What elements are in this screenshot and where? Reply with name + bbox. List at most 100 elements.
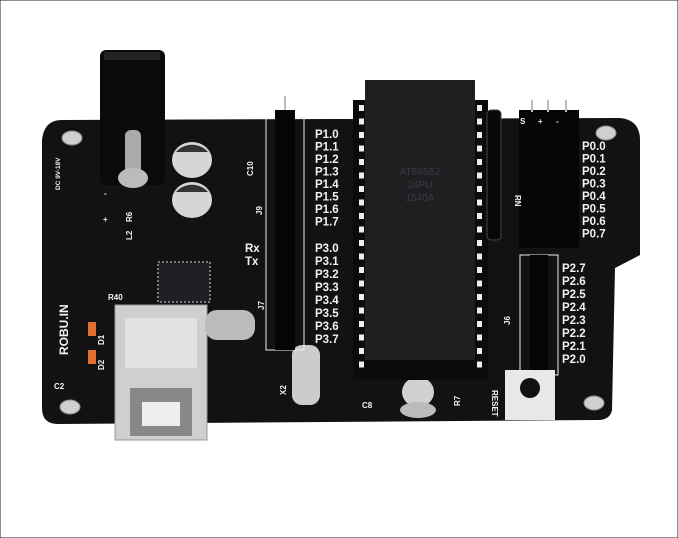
capacitors — [172, 142, 436, 418]
pin-label-port1: P1.6 — [315, 204, 339, 216]
label-d2: D2 — [97, 359, 106, 370]
chip-pin — [359, 105, 364, 111]
chip-pin — [477, 253, 482, 260]
label-reset: RESET — [490, 390, 499, 417]
chip-pin — [477, 267, 482, 273]
pin-label-port1: P1.4 — [315, 179, 339, 191]
chip-pin — [359, 226, 364, 233]
chip-pin — [477, 240, 482, 246]
label-j7: J7 — [257, 301, 266, 310]
chip-pin — [477, 145, 482, 152]
pin-label-port1: P1.3 — [315, 167, 339, 179]
chip-pin — [359, 280, 364, 287]
pin-label-port3: P3.6 — [315, 321, 339, 333]
header-j9-j7 — [265, 96, 305, 351]
pin-label-port2: P2.3 — [562, 315, 586, 327]
chip-pin — [359, 267, 364, 273]
brand-label: ROBU.IN — [57, 304, 71, 355]
pin-label-port2: P2.7 — [562, 263, 586, 275]
label-minus: - — [104, 189, 107, 198]
pin-label-port2: P2.6 — [562, 276, 586, 288]
chip-pin — [477, 186, 482, 192]
chip-pin — [359, 199, 364, 206]
led-d1 — [88, 322, 96, 336]
label-r6: R6 — [125, 211, 134, 222]
label-tx: Tx — [245, 256, 259, 268]
pin-label-port3: P3.7 — [315, 334, 339, 346]
pin-label-port2: P2.5 — [562, 289, 586, 301]
chip-pin — [359, 145, 364, 152]
label-servo-minus: - — [556, 117, 559, 126]
pin-label-port1: P1.1 — [315, 142, 339, 154]
pin-label-port1: P1.7 — [315, 217, 339, 229]
chip-pin — [359, 172, 364, 179]
pin-label-port3: P3.0 — [315, 243, 339, 255]
usb-b-connector — [114, 304, 208, 441]
pin-label-port3: P3.5 — [315, 308, 339, 320]
pin-label-port3: P3.4 — [315, 295, 339, 307]
chip-pin — [477, 294, 482, 300]
chip-pin — [359, 321, 364, 327]
chip-pin — [477, 348, 482, 354]
label-rx: Rx — [245, 243, 260, 255]
chip-pin — [477, 172, 482, 179]
resistor-network — [486, 109, 502, 241]
header-port0 — [519, 100, 579, 248]
chip-pin — [359, 240, 364, 246]
chip-pin — [477, 213, 482, 219]
label-j9: J9 — [255, 206, 264, 215]
chip-pin — [477, 226, 482, 233]
chip-pin — [359, 348, 364, 354]
label-rn: RN — [513, 195, 522, 207]
dc-jack — [100, 50, 165, 188]
chip-pin — [477, 159, 482, 165]
chip-pin — [477, 280, 482, 287]
chip-marking-model: AT89S52 — [400, 167, 441, 178]
pin-label-port0: P0.1 — [582, 154, 606, 166]
pin-label-port0: P0.7 — [582, 229, 606, 241]
chip-pin — [477, 199, 482, 206]
chip-pin — [359, 186, 364, 192]
microcontroller: AT89S52 24PU 1540A — [353, 80, 488, 380]
label-j6: J6 — [503, 316, 512, 325]
header-j6-pins — [530, 255, 548, 373]
pin-label-port0: P0.2 — [582, 166, 606, 178]
chip-pin — [359, 294, 364, 300]
pin-label-port2: P2.4 — [562, 302, 586, 314]
chip-pin — [359, 213, 364, 219]
chip-pin — [477, 105, 482, 111]
pin-label-port1: P1.2 — [315, 154, 339, 166]
power-label: DC 9V-18V — [55, 157, 62, 190]
pin-label-port0: P0.6 — [582, 216, 606, 228]
label-c2: C2 — [54, 382, 65, 391]
label-servo-plus: + — [538, 117, 543, 126]
chip-pin — [359, 334, 364, 341]
chip-marking-package: 24PU — [407, 180, 432, 191]
pin-label-port2: P2.1 — [562, 341, 586, 353]
pin-label-port3: P3.3 — [315, 282, 339, 294]
label-x2: X2 — [279, 385, 288, 395]
label-r7: R7 — [453, 395, 462, 406]
pin-label-port0: P0.3 — [582, 179, 606, 191]
label-servo-s: S — [520, 117, 526, 126]
chip-pin — [477, 334, 482, 341]
crystal — [205, 310, 320, 405]
chip-pin — [477, 321, 482, 327]
chip-pin — [477, 361, 482, 368]
chip-pin — [359, 307, 364, 314]
reset-button[interactable] — [505, 370, 555, 420]
chip-pin — [359, 361, 364, 368]
chip-pin — [359, 159, 364, 165]
mounting-holes — [59, 125, 617, 415]
pin-label-port3: P3.1 — [315, 256, 339, 268]
label-l2: L2 — [125, 230, 134, 240]
pin-label-port3: P3.2 — [315, 269, 339, 281]
pin-label-port1: P1.5 — [315, 192, 339, 204]
led-d2 — [88, 350, 96, 364]
chip-pin — [359, 132, 364, 138]
chip-pin — [359, 118, 364, 125]
label-d1: D1 — [97, 334, 106, 345]
label-c10: C10 — [246, 161, 255, 176]
pin-label-port1: P1.0 — [315, 129, 339, 141]
